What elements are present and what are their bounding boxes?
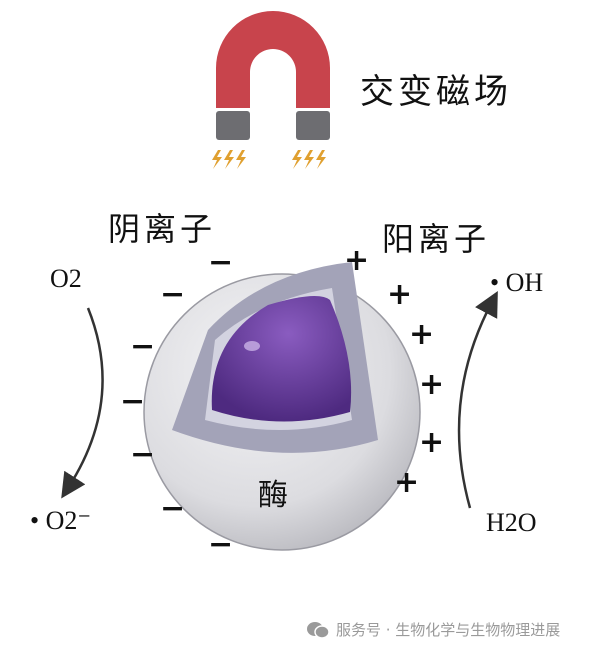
anion-label: 阴离子 <box>108 210 217 248</box>
minus-sign: − <box>160 277 186 312</box>
superoxide-label: • O2⁻ <box>30 506 92 535</box>
water-label: H2O <box>486 508 537 537</box>
hydroxyl-label: • OH <box>490 268 544 297</box>
wechat-icon <box>307 621 330 639</box>
title: 交变磁场 <box>360 72 512 112</box>
watermark-text: 服务号 · 生物化学与生物物理进展 <box>336 621 561 639</box>
arrow-o2-to-superoxide <box>61 307 104 499</box>
plus-sign: + <box>344 243 370 278</box>
watermark: 服务号 · 生物化学与生物物理进展 <box>306 619 560 640</box>
minus-sign: − <box>130 329 156 364</box>
plus-sign: + <box>419 367 445 402</box>
minus-sign: − <box>208 245 234 280</box>
o2-label: O2 <box>50 264 82 293</box>
plus-sign: + <box>387 277 413 312</box>
plus-sign: + <box>394 465 420 500</box>
magnet-icon <box>212 11 330 169</box>
cation-label: 阳离子 <box>382 220 491 258</box>
enzyme-label: 酶 <box>258 478 292 513</box>
plus-sign: + <box>419 425 445 460</box>
enzyme-sphere <box>143 262 421 551</box>
minus-sign: − <box>130 437 156 472</box>
minus-sign: − <box>208 527 234 562</box>
minus-sign: − <box>160 491 186 526</box>
plus-sign: + <box>409 317 435 352</box>
arrow-water-to-hydroxyl <box>457 290 498 509</box>
minus-sign: − <box>120 384 146 419</box>
